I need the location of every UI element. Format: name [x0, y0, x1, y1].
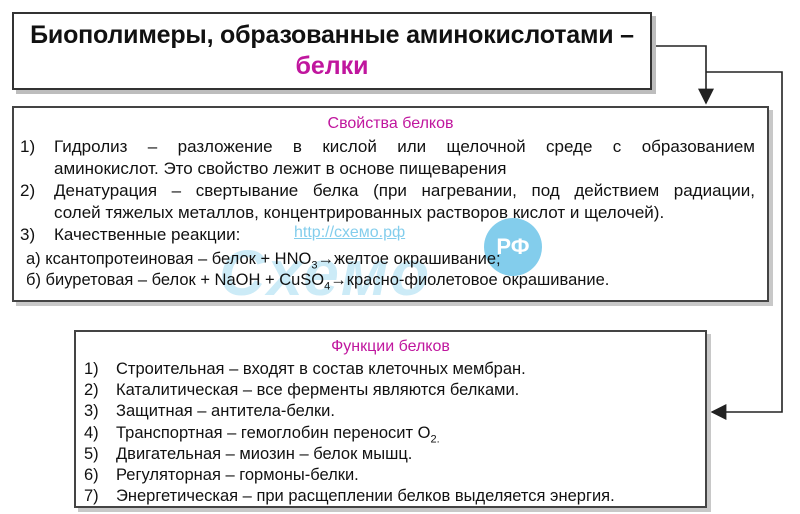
reaction-text: →желтое окрашивание; [317, 250, 501, 268]
function-number: 3) [84, 402, 99, 420]
property-text: солей тяжелых металлов, концентрированны… [54, 203, 665, 222]
property-item-2: 2) Денатурация – свертывание белка (при … [20, 180, 755, 224]
function-number: 1) [84, 360, 99, 378]
reaction-biuret: б) биуретовая – белок + NaOH + CuSO4→кра… [26, 270, 609, 297]
reaction-xanthoprotein: а) ксантопротеиновая – белок + HNO3→желт… [26, 249, 501, 276]
property-number: 2) [20, 181, 36, 200]
properties-heading: Свойства белков [327, 115, 454, 132]
property-number: 1) [20, 137, 36, 156]
function-item-7: 7) Энергетическая – при расщеплении белко… [84, 486, 615, 506]
function-text: Двигательная – миозин – белок мышц. [116, 445, 413, 463]
property-number: 3) [20, 225, 36, 244]
property-item-1: 1) Гидролиз – разложение в кислой или ще… [20, 136, 755, 180]
property-text: аминокислот. Это свойство лежит в основе… [54, 159, 507, 178]
property-item-3: 3) Качественные реакции: [20, 224, 755, 246]
title-main: Биополимеры, образованные аминокислотами… [30, 21, 634, 49]
property-text: Денатурация – свертывание белка (при наг… [54, 181, 755, 200]
function-number: 6) [84, 466, 99, 484]
properties-box: Свойства белков 1) Гидролиз – разложение… [12, 106, 769, 309]
function-number: 5) [84, 445, 99, 463]
reaction-text: а) ксантопротеиновая – белок + HNO [26, 250, 312, 268]
function-subscript: 2. [430, 433, 440, 446]
function-item-4: 4) Транспортная – гемоглобин переносит O2… [84, 423, 440, 449]
reaction-subscript: 4 [324, 280, 331, 293]
property-text: Гидролиз – разложение в кислой или щелоч… [54, 137, 755, 156]
function-item-1: 1) Строительная – входят в состав клеточн… [84, 359, 526, 379]
functions-box: Функции белков 1) Строительная – входят в… [74, 330, 707, 508]
function-item-6: 6) Регуляторная – гормоны-белки. [84, 465, 359, 485]
function-text: Каталитическая – все ферменты являются б… [116, 381, 520, 399]
reaction-text: б) биуретовая – белок + NaOH + CuSO [26, 271, 325, 289]
function-text: Строительная – входят в состав клеточных… [116, 360, 526, 378]
title-box: Биополимеры, образованные аминокислотами… [12, 12, 652, 90]
title-highlight: белки [295, 52, 369, 80]
function-item-2: 2) Каталитическая – все ферменты являются… [84, 380, 519, 400]
function-text: Регуляторная – гормоны-белки. [116, 466, 359, 484]
reaction-subscript: 3 [311, 259, 318, 272]
arrow-title-to-properties [652, 45, 714, 105]
function-text: Защитная – антитела-белки. [116, 402, 335, 420]
functions-heading: Функции белков [331, 338, 450, 355]
function-text: Энергетическая – при расщеплении белков … [116, 487, 615, 505]
function-number: 7) [84, 487, 99, 505]
function-item-5: 5) Двигательная – миозин – белок мышц. [84, 444, 412, 464]
function-number: 4) [84, 424, 99, 442]
function-text: Транспортная – гемоглобин переносит O [116, 424, 431, 442]
reaction-text: →красно-фиолетовое окрашивание. [330, 271, 610, 289]
arrow-title-to-functions [706, 71, 783, 420]
function-number: 2) [84, 381, 99, 399]
property-text: Качественные реакции: [54, 225, 241, 244]
function-item-3: 3) Защитная – антитела-белки. [84, 401, 335, 421]
